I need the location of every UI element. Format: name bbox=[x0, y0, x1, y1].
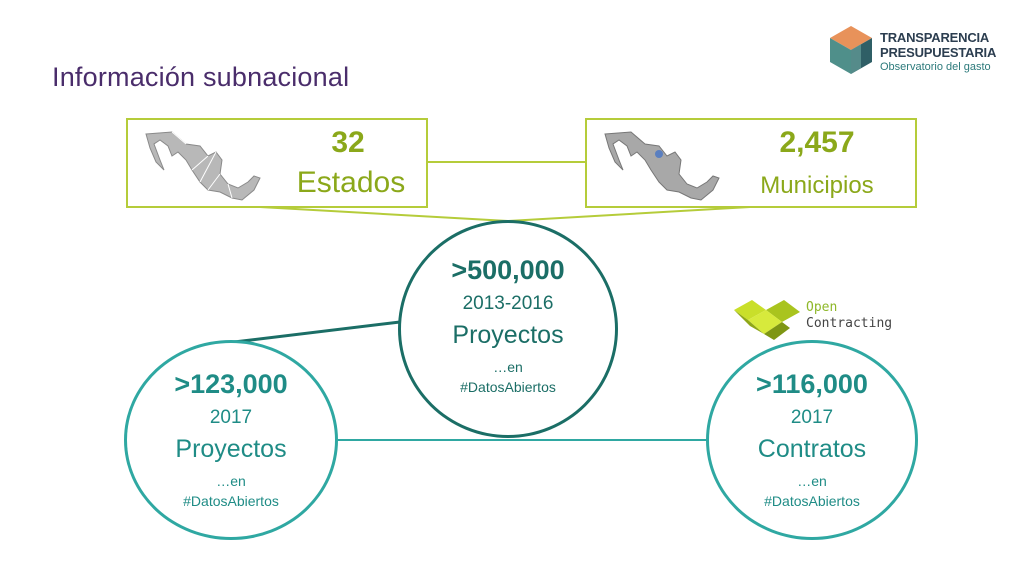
circle-top-en: …en bbox=[493, 359, 523, 375]
mexico-states-map-icon bbox=[145, 131, 261, 201]
circle-left-en: …en bbox=[216, 473, 246, 489]
open-contracting-icon bbox=[734, 300, 800, 340]
logo-line-1: TRANSPARENCIA bbox=[880, 30, 990, 45]
circle-left-number: >123,000 bbox=[174, 369, 288, 399]
proyectos-2013-2016-circle: >500,000 2013-2016 Proyectos …en #DatosA… bbox=[398, 220, 618, 438]
transparencia-logo: TRANSPARENCIA PRESUPUESTARIA Observatori… bbox=[828, 24, 1018, 80]
mexico-municipalities-map-icon bbox=[604, 131, 720, 201]
circle-right-number: >116,000 bbox=[756, 369, 868, 399]
circle-top-label: Proyectos bbox=[452, 321, 564, 349]
municipios-number: 2,457 bbox=[779, 126, 855, 159]
open-contracting-line-1: Open bbox=[806, 300, 838, 315]
open-contracting-line-2: Contracting bbox=[806, 316, 893, 331]
estados-box: 32 Estados bbox=[126, 118, 428, 208]
circle-top-years: 2013-2016 bbox=[462, 293, 554, 314]
circle-top-hashtag: #DatosAbiertos bbox=[460, 379, 556, 395]
municipios-label: Municipios bbox=[760, 172, 874, 199]
circle-left-label: Proyectos bbox=[175, 435, 287, 463]
circle-top-number: >500,000 bbox=[451, 255, 565, 285]
estados-number: 32 bbox=[331, 126, 365, 159]
estados-label: Estados bbox=[296, 166, 406, 199]
proyectos-2017-circle: >123,000 2017 Proyectos …en #DatosAbiert… bbox=[124, 340, 338, 540]
circle-right-en: …en bbox=[797, 473, 827, 489]
slide-title: Información subnacional bbox=[52, 62, 350, 92]
logo-line-2: PRESUPUESTARIA bbox=[880, 45, 997, 60]
municipios-to-circle-connector bbox=[507, 206, 751, 222]
open-contracting-logo: Open Contracting bbox=[730, 296, 900, 342]
circle-right-years: 2017 bbox=[790, 407, 834, 428]
estados-to-circle-connector bbox=[259, 206, 509, 222]
circle-right-hashtag: #DatosAbiertos bbox=[764, 493, 860, 509]
circle-left-hashtag: #DatosAbiertos bbox=[183, 493, 279, 509]
circle-left-years: 2017 bbox=[209, 407, 253, 428]
logo-line-3: Observatorio del gasto bbox=[880, 61, 991, 73]
top-to-left-connector bbox=[233, 320, 401, 344]
contratos-2017-circle: >116,000 2017 Contratos …en #DatosAbiert… bbox=[706, 340, 918, 540]
municipios-box: 2,457 Municipios bbox=[585, 118, 917, 208]
circle-right-label: Contratos bbox=[757, 435, 867, 463]
cube-logo-icon bbox=[830, 26, 872, 74]
